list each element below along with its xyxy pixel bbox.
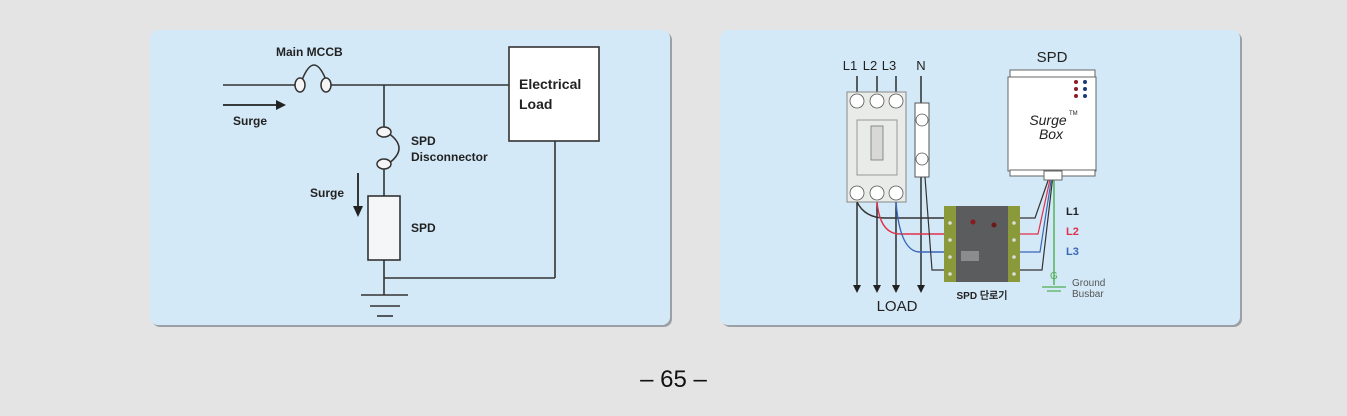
mccb-arc xyxy=(301,64,327,81)
phase-label-n: N xyxy=(916,58,925,73)
surge-box xyxy=(1007,76,1097,172)
spd-wiring-diagram: L1 L2 L3 N xyxy=(843,49,1106,315)
surgebox-tm: TM xyxy=(1069,111,1078,117)
schematic-panel: Main MCCB Surge Electrical Load SPD Disc… xyxy=(150,30,670,325)
load-label: LOAD xyxy=(877,298,918,315)
spd-disconnector-module xyxy=(944,206,1020,282)
surge-box-connector xyxy=(1043,170,1063,181)
wire-n xyxy=(924,176,944,271)
disconnector-contact xyxy=(376,126,392,138)
phase-label-l3: L3 xyxy=(882,58,896,73)
spd-title: SPD xyxy=(1037,49,1068,66)
electrical-load-box xyxy=(508,46,600,142)
load-label-line1: Electrical xyxy=(519,76,581,92)
ground-label-line2: Busbar xyxy=(1072,289,1104,300)
surge-down-label: Surge xyxy=(310,186,344,200)
ground-g-label: G xyxy=(1050,271,1058,282)
load-label-line2: Load xyxy=(519,96,552,112)
surgebox-line2: Box xyxy=(1039,126,1064,142)
disconnector-label: SPD 단로기 xyxy=(957,289,1008,302)
disconnector-arc xyxy=(387,132,400,165)
phase-label-l1: L1 xyxy=(843,58,857,73)
phase-label-l2: L2 xyxy=(863,58,877,73)
surgebox-line1: Surge xyxy=(1029,112,1067,128)
ground-label-line1: Ground xyxy=(1072,278,1105,289)
spd-box xyxy=(367,195,401,261)
wire-label-l3: L3 xyxy=(1066,246,1079,258)
mccb-contact xyxy=(294,77,306,93)
wire-label-l2: L2 xyxy=(1066,226,1079,238)
wire-l1 xyxy=(856,201,944,219)
wire-label-l1: L1 xyxy=(1066,206,1079,218)
page-number: – 65 – xyxy=(640,366,707,393)
mccb-contact xyxy=(320,77,332,93)
spd-schematic-diagram: Main MCCB Surge Electrical Load SPD Disc… xyxy=(223,45,600,317)
disconnector-contact xyxy=(376,158,392,170)
wire-l2 xyxy=(876,201,944,235)
wire-l3 xyxy=(895,201,944,253)
surge-in-label: Surge xyxy=(233,114,267,128)
disconnector-label-line1: SPD xyxy=(411,134,436,148)
disconnector-label-line2: Disconnector xyxy=(411,150,488,164)
wiring-panel: L1 L2 L3 N xyxy=(720,30,1240,325)
main-mccb-label: Main MCCB xyxy=(276,45,343,59)
spd-label: SPD xyxy=(411,221,436,235)
